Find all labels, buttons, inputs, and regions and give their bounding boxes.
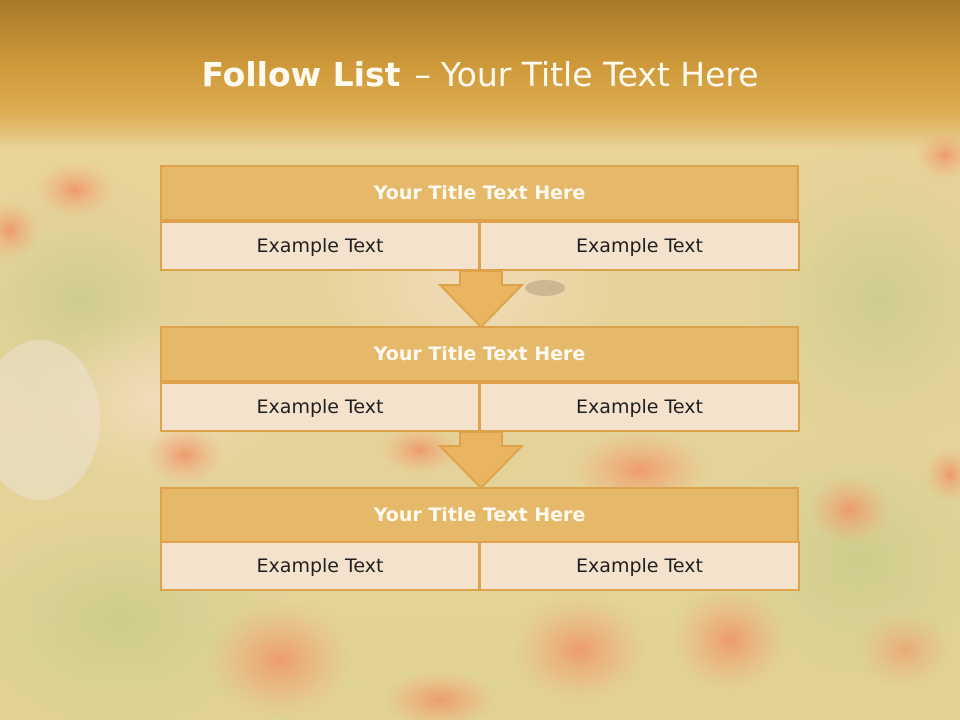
block-header: Your Title Text Here xyxy=(160,487,799,543)
block-cell-right: Example Text xyxy=(479,221,800,271)
down-arrow-icon xyxy=(438,271,524,329)
block-cell-left: Example Text xyxy=(160,221,480,271)
slide-title: Follow List–Your Title Text Here xyxy=(0,52,960,98)
slide-title-bold: Follow List xyxy=(201,55,401,94)
block-cell-left: Example Text xyxy=(160,541,480,591)
down-arrow-icon xyxy=(438,432,524,490)
block-header: Your Title Text Here xyxy=(160,165,799,221)
title-band xyxy=(0,0,960,150)
block-cell-right: Example Text xyxy=(479,541,800,591)
slide-title-rest: Your Title Text Here xyxy=(440,55,759,94)
slide-title-separator: – xyxy=(414,55,431,94)
block-cell-right: Example Text xyxy=(479,382,800,432)
block-cell-left: Example Text xyxy=(160,382,480,432)
block-header: Your Title Text Here xyxy=(160,326,799,382)
